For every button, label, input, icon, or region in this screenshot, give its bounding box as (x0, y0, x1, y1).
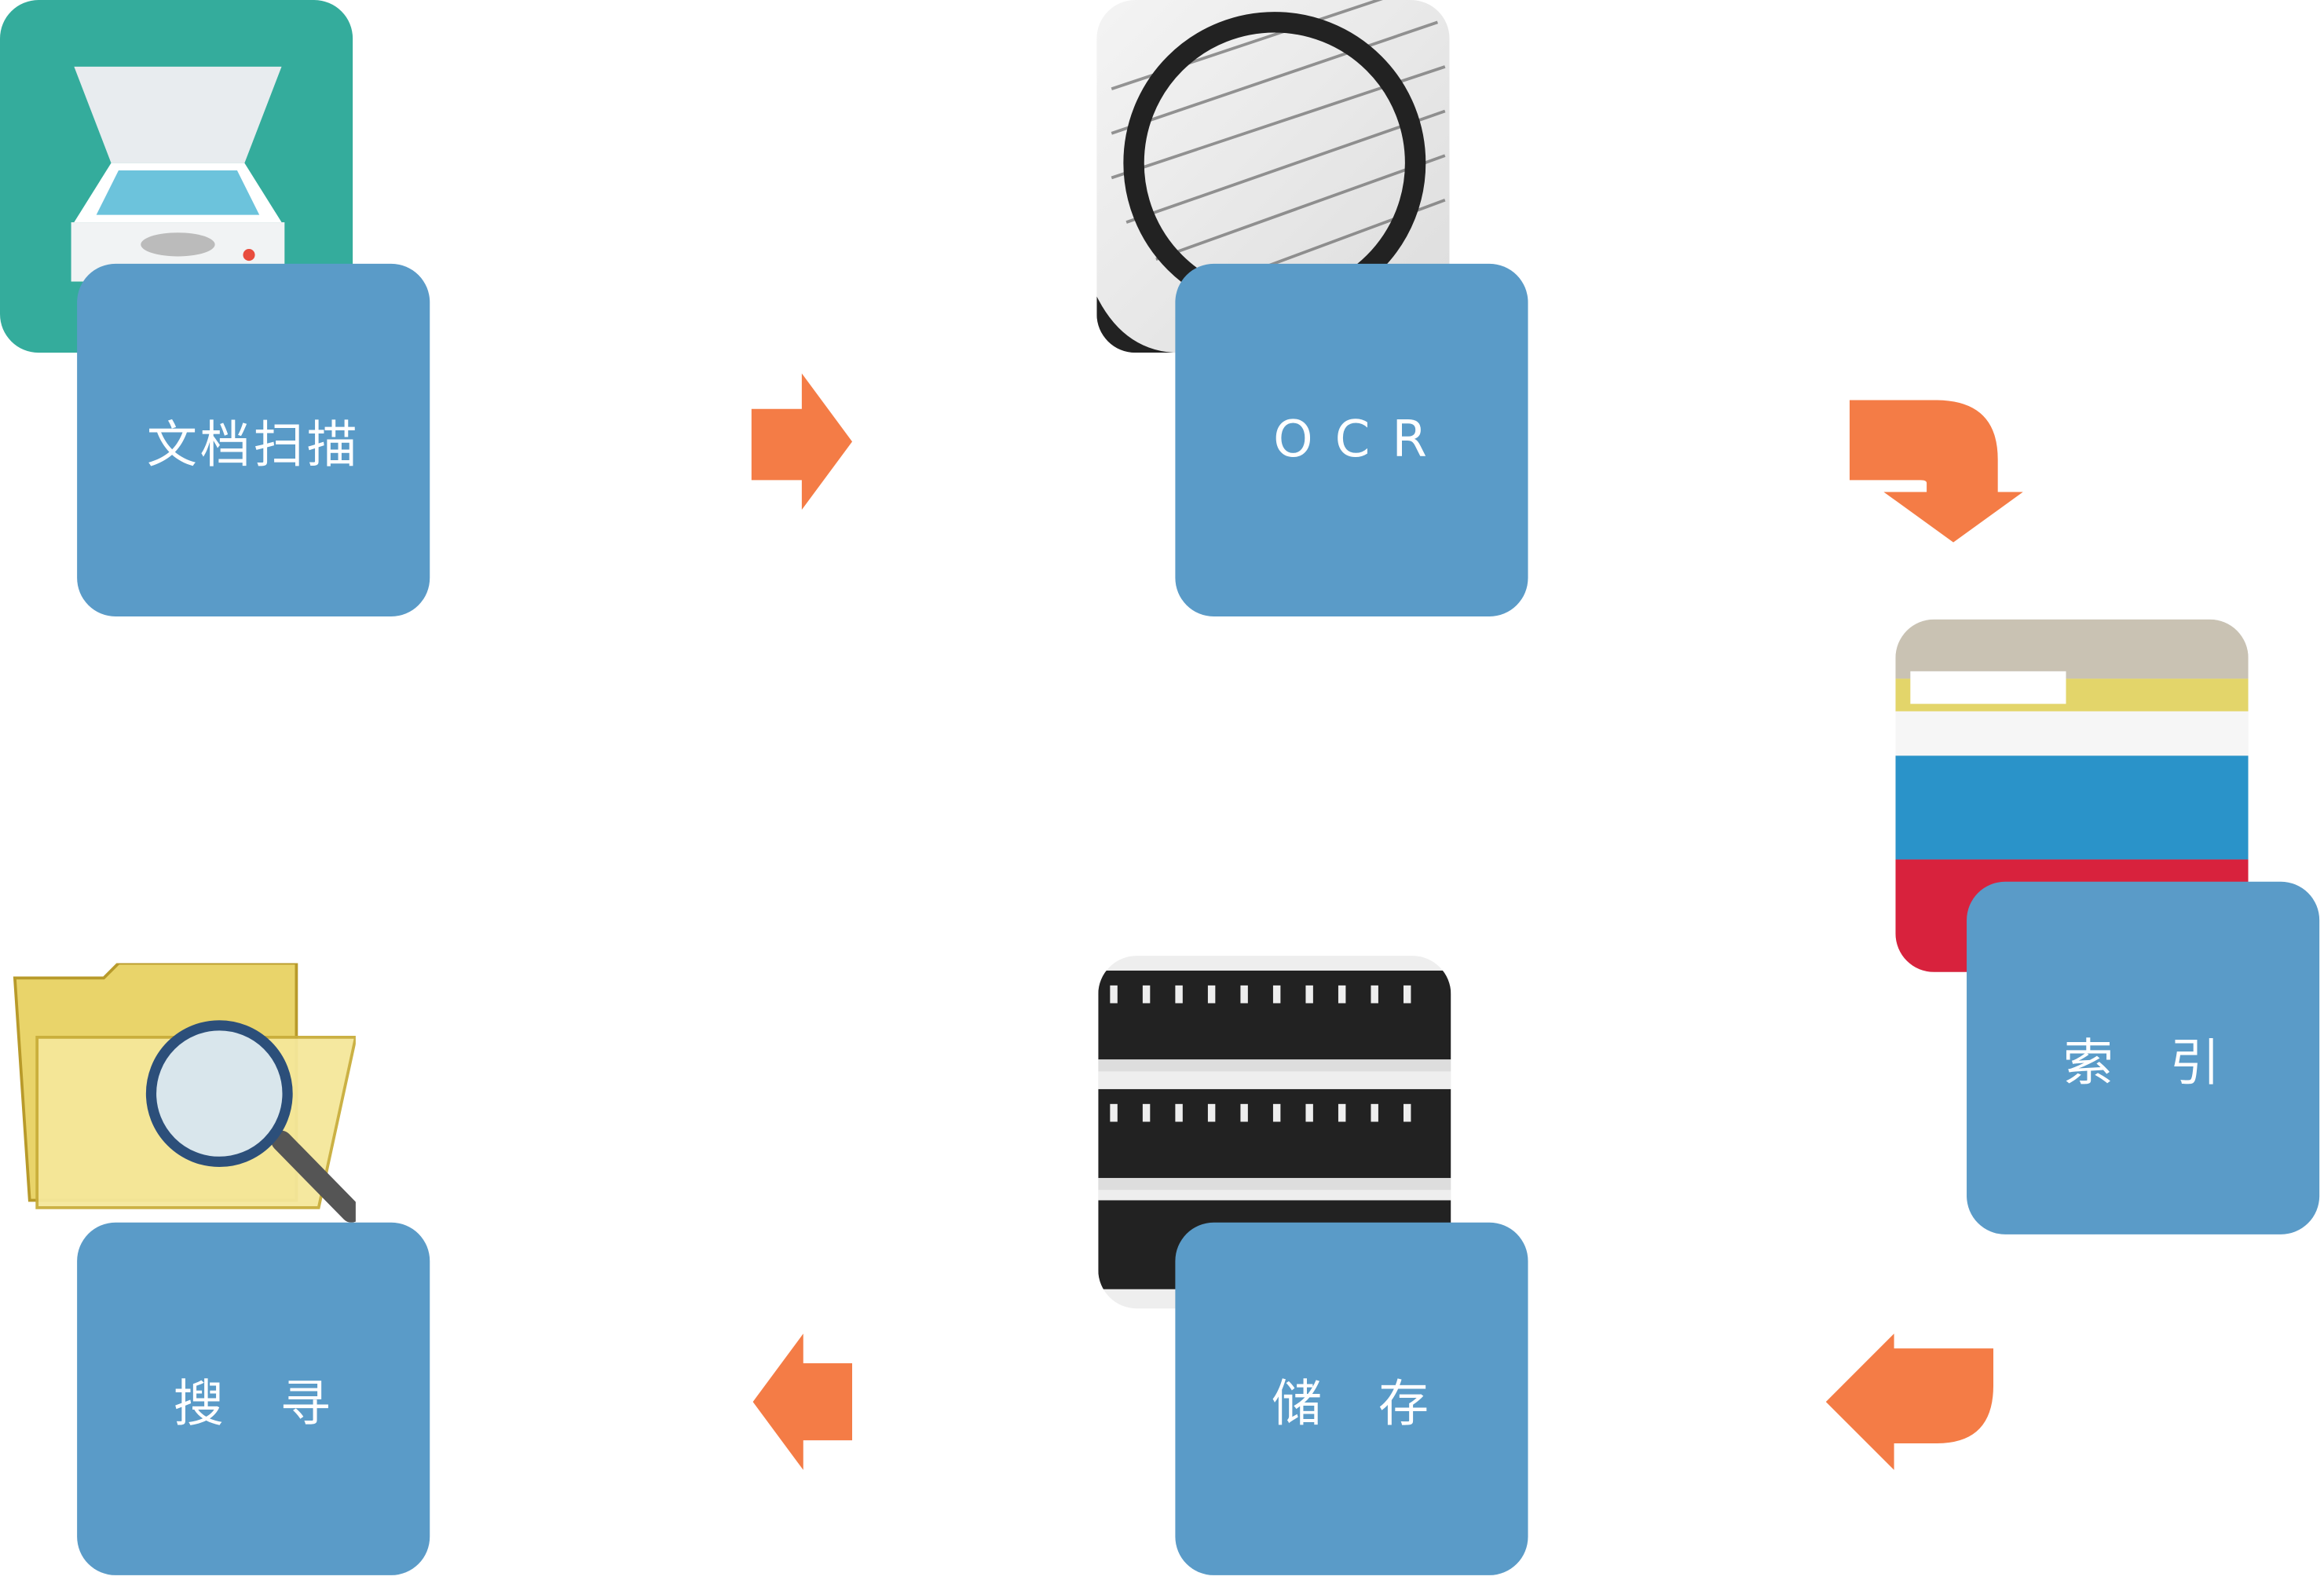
arrow-left-icon (752, 1333, 853, 1470)
step-card-index: 索 引 (1967, 881, 2320, 1234)
step-card-search: 搜 寻 (77, 1222, 430, 1575)
step-label: 搜 寻 (173, 1374, 334, 1434)
curved-arrow-down-icon (1849, 400, 2023, 543)
step-card-scan: 文档扫描 (77, 263, 430, 616)
arrow-right-icon (751, 373, 853, 510)
curved-arrow-left-icon (1825, 1333, 1994, 1470)
scanner-icon (0, 0, 353, 353)
step-label: 储 存 (1272, 1374, 1432, 1434)
step-card-ocr: O C R (1175, 263, 1528, 616)
step-label: 索 引 (2062, 1033, 2223, 1093)
step-label: 文档扫描 (146, 415, 360, 475)
step-label: O C R (1273, 410, 1430, 470)
step-card-storage: 储 存 (1175, 1222, 1528, 1575)
folder-search-icon (7, 963, 356, 1231)
